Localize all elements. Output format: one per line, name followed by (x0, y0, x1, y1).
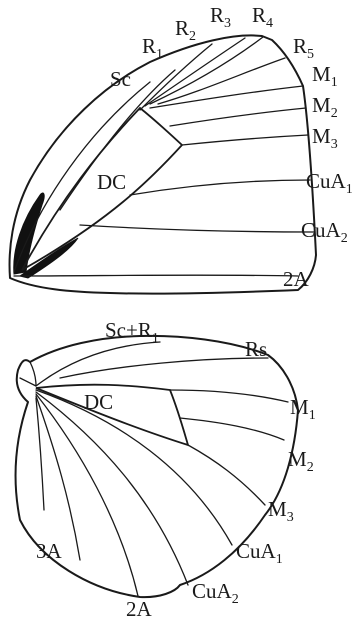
hindwing-cell-label: DC (84, 390, 113, 414)
hindwing-vein-m3 (187, 444, 266, 506)
hindwing-label-sc-r1: Sc+R1 (105, 318, 159, 346)
forewing-vein-r1 (59, 69, 176, 211)
forewing-vein-r5 (157, 57, 286, 105)
hindwing-vein-m1 (169, 389, 289, 403)
forewing-vein-m3 (181, 134, 309, 146)
forewing-vein-m1 (149, 85, 304, 109)
forewing-vein-2a (13, 274, 299, 277)
hindwing-vein-2a (35, 393, 139, 597)
hindwing-discal-cell (35, 383, 190, 447)
forewing-label-cua2: CuA2 (301, 218, 348, 246)
hindwing-humeral-vein (29, 361, 37, 387)
forewing-discal-cell (21, 106, 184, 271)
hindwing-label-m1: M1 (290, 395, 316, 423)
forewing-vein-r4 (149, 36, 264, 105)
forewing-label-r4: R4 (252, 3, 273, 31)
forewing-label-2a: 2A (283, 267, 310, 291)
forewing: DC Sc R1 R2 R3 R4 R5 M1 M2 M3 CuA1 CuA2 … (8, 3, 353, 295)
hindwing-vein-sc-r1 (35, 341, 161, 387)
forewing-label-sc: Sc (110, 67, 131, 91)
forewing-label-m2: M2 (312, 93, 338, 121)
forewing-label-m3: M3 (312, 124, 338, 152)
forewing-label-cua1: CuA1 (306, 169, 353, 197)
hindwing-vein-m2 (179, 417, 285, 441)
hindwing-label-cua2: CuA2 (192, 579, 239, 607)
forewing-vein-m2 (169, 107, 307, 127)
forewing-vein-r2 (139, 43, 213, 111)
forewing-vein-cua2 (79, 224, 315, 233)
forewing-cell-label: DC (97, 170, 126, 194)
hindwing-label-cua1: CuA1 (236, 539, 283, 567)
hindwing-vein-a-extra (35, 397, 45, 511)
hindwing-label-2a: 2A (126, 597, 153, 621)
forewing-label-r5: R5 (293, 34, 314, 62)
hindwing-label-m2: M2 (288, 447, 314, 475)
hindwing-outline (14, 334, 299, 599)
hindwing-vein-cua2 (35, 391, 189, 586)
forewing-basal-dark-wedge (18, 237, 79, 279)
hindwing-label-3a: 3A (36, 539, 63, 563)
forewing-vein-sc (13, 81, 151, 273)
forewing-vein-r3 (144, 37, 246, 107)
forewing-label-r1: R1 (142, 34, 163, 62)
hindwing-vein-3a (35, 395, 81, 561)
forewing-vein-cua1 (129, 179, 311, 196)
hindwing-humeral-vein-2 (19, 377, 37, 387)
hindwing-vein-rs (59, 357, 269, 379)
hindwing-vein-cua1 (35, 389, 233, 546)
hindwing-label-m3: M3 (268, 497, 294, 525)
hindwing-label-rs: Rs (245, 337, 267, 361)
forewing-label-r2: R2 (175, 16, 196, 44)
forewing-label-r3: R3 (210, 3, 231, 31)
forewing-label-m1: M1 (312, 62, 338, 90)
hindwing: DC Sc+R1 Rs M1 M2 M3 CuA1 CuA2 2A 3A (14, 318, 316, 621)
